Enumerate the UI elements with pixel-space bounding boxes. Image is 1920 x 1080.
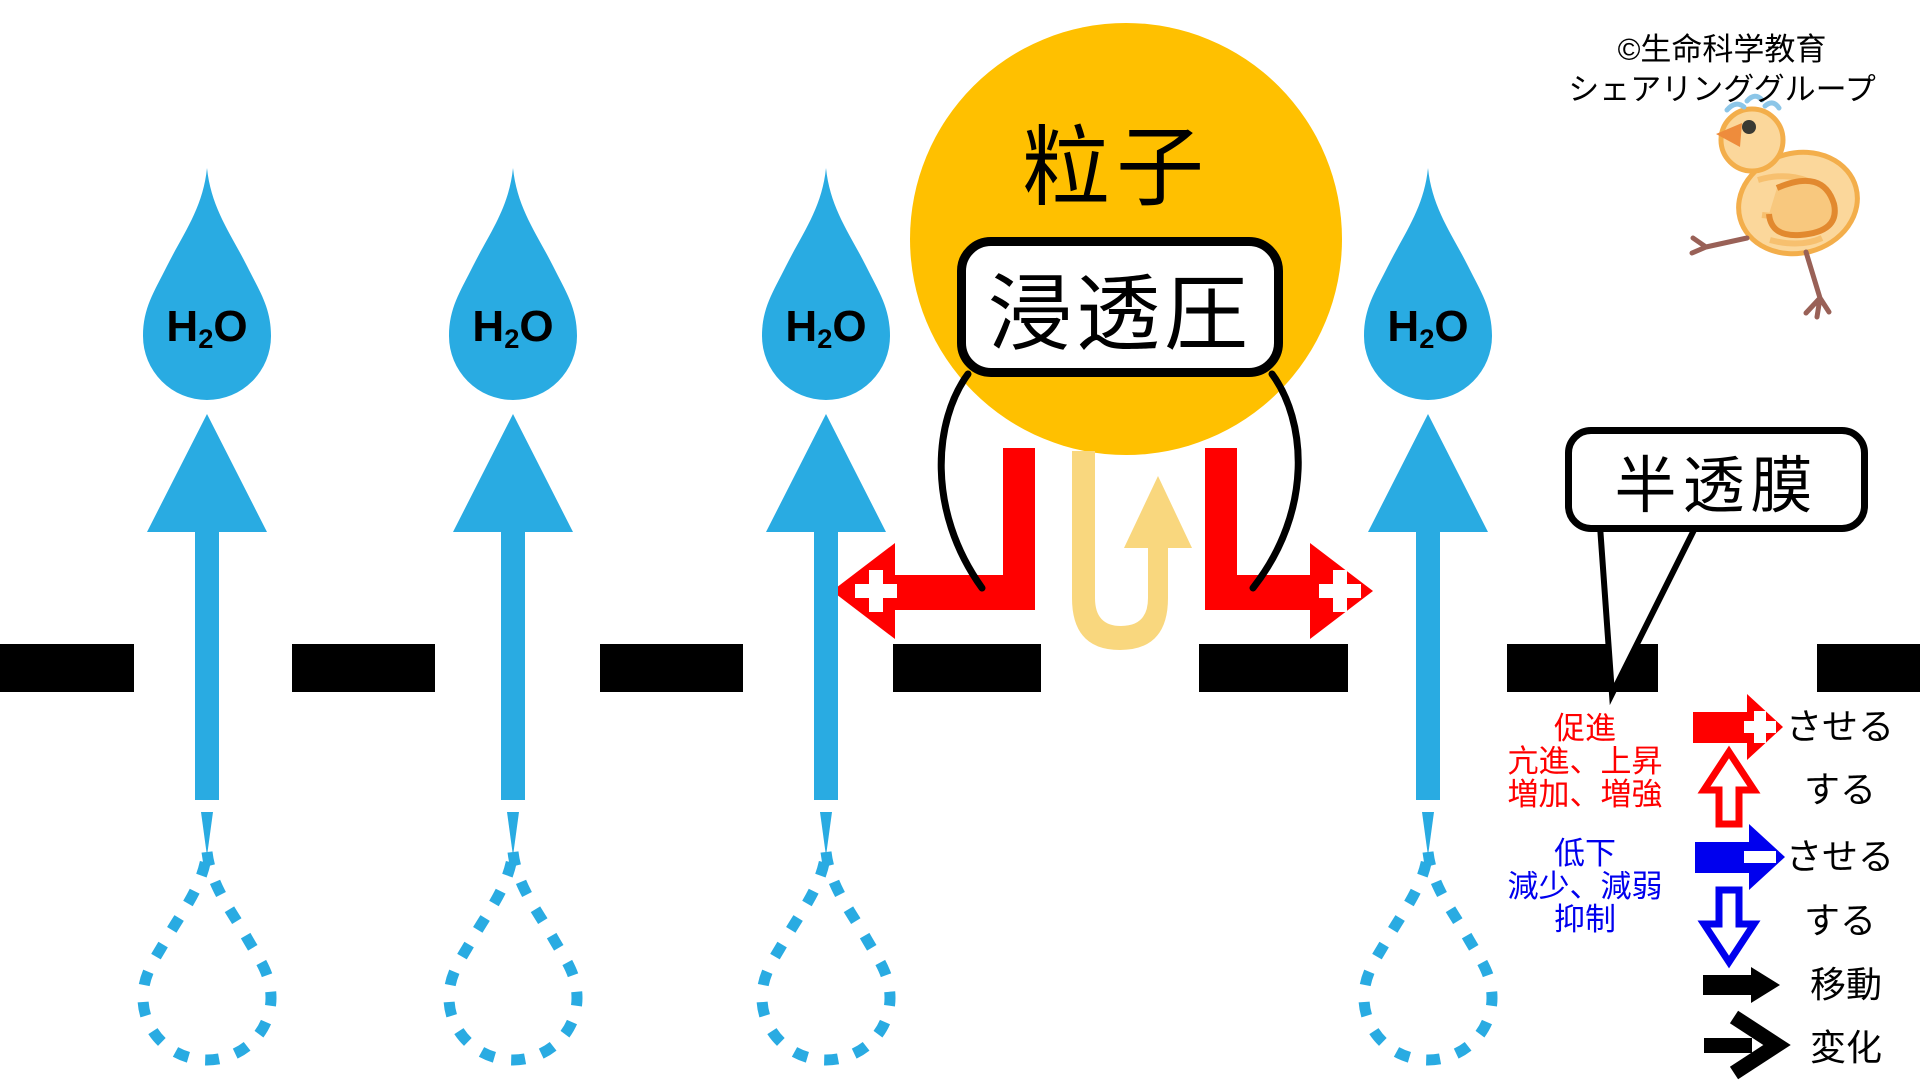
arrow-tail-taper bbox=[820, 812, 832, 856]
chick-eye bbox=[1742, 120, 1756, 134]
legend-label-saseru-1: させる bbox=[1785, 706, 1894, 747]
water-up-arrow bbox=[453, 414, 573, 800]
chick-wing bbox=[1766, 177, 1838, 239]
membrane-dash bbox=[1817, 644, 1920, 692]
chick-beak bbox=[1716, 123, 1742, 147]
water-column-1 bbox=[143, 168, 271, 1060]
legend-label-suru-2: する bbox=[1803, 900, 1876, 941]
black-solid-right-arrow bbox=[1703, 967, 1780, 1003]
water-up-arrow bbox=[147, 414, 267, 800]
particle-label: 粒子 bbox=[1021, 118, 1210, 217]
black-open-right-arrow bbox=[1704, 1010, 1791, 1080]
arrow-tail-taper bbox=[1422, 812, 1434, 856]
membrane-dash bbox=[1199, 644, 1348, 692]
chick-tuft bbox=[1724, 93, 1782, 113]
blue-outline-down-arrow bbox=[1697, 886, 1761, 969]
osmotic-pressure-label: 浸透圧 bbox=[957, 237, 1283, 377]
chick-legs bbox=[1689, 235, 1832, 320]
water-droplet bbox=[1364, 168, 1492, 400]
membrane-text: 半透膜 bbox=[1614, 451, 1819, 521]
legend-label-suru-1: する bbox=[1803, 769, 1876, 810]
membrane-label: 半透膜 bbox=[1565, 427, 1868, 532]
copyright: ©生命科学教育 シェアリンググループ bbox=[1522, 30, 1920, 110]
blue-solid-right-arrow-minus bbox=[1695, 824, 1785, 890]
membrane-dash bbox=[600, 644, 743, 692]
h2o-label: H2O bbox=[472, 302, 554, 354]
water-droplet bbox=[143, 168, 271, 400]
dotted-droplet bbox=[762, 852, 890, 1060]
h2o-label: H2O bbox=[785, 302, 867, 354]
copyright-line2: シェアリンググループ bbox=[1568, 72, 1876, 107]
water-droplet bbox=[449, 168, 577, 400]
red-outline-up-arrow bbox=[1697, 745, 1761, 828]
membrane-dash bbox=[292, 644, 435, 692]
h2o-label: H2O bbox=[166, 302, 248, 354]
plus-icon bbox=[855, 570, 897, 612]
water-column-2 bbox=[449, 168, 577, 1060]
arrow-tail-taper bbox=[507, 812, 519, 856]
promote-arrow-left bbox=[832, 448, 1035, 639]
promote-arrow-right bbox=[1205, 448, 1373, 639]
h2o-label: H2O bbox=[1387, 302, 1469, 354]
legend-decrease-words: 低下 減少、減弱 抑制 bbox=[1507, 836, 1663, 937]
red-solid-right-arrow-plus bbox=[1693, 694, 1783, 760]
copyright-line1: ©生命科学教育 bbox=[1617, 32, 1827, 67]
chick-illustration bbox=[1689, 93, 1860, 320]
minus-icon bbox=[1744, 851, 1776, 863]
legend-increase-words: 促進 亢進、上昇 増加、増強 bbox=[1507, 711, 1663, 812]
dotted-droplet bbox=[449, 852, 577, 1060]
arrow-tail-taper bbox=[201, 812, 213, 856]
membrane-dashes bbox=[0, 644, 1920, 692]
osmotic-pressure-text: 浸透圧 bbox=[987, 266, 1252, 361]
legend-arrows bbox=[1693, 694, 1791, 1080]
leader-lines bbox=[937, 370, 1302, 592]
legend-label-saseru-2: させる bbox=[1785, 836, 1894, 877]
u-turn-arrow bbox=[1072, 451, 1192, 650]
membrane-dash bbox=[0, 644, 134, 692]
membrane-dash bbox=[893, 644, 1041, 692]
legend-label-move: 移動 bbox=[1809, 964, 1882, 1005]
leader-line-left bbox=[937, 370, 986, 592]
dotted-droplet bbox=[143, 852, 271, 1060]
legend-label-change: 変化 bbox=[1809, 1027, 1882, 1068]
plus-icon bbox=[1744, 711, 1776, 743]
water-droplet bbox=[762, 168, 890, 400]
leader-line-right bbox=[1249, 370, 1302, 592]
plus-icon bbox=[1319, 570, 1361, 612]
